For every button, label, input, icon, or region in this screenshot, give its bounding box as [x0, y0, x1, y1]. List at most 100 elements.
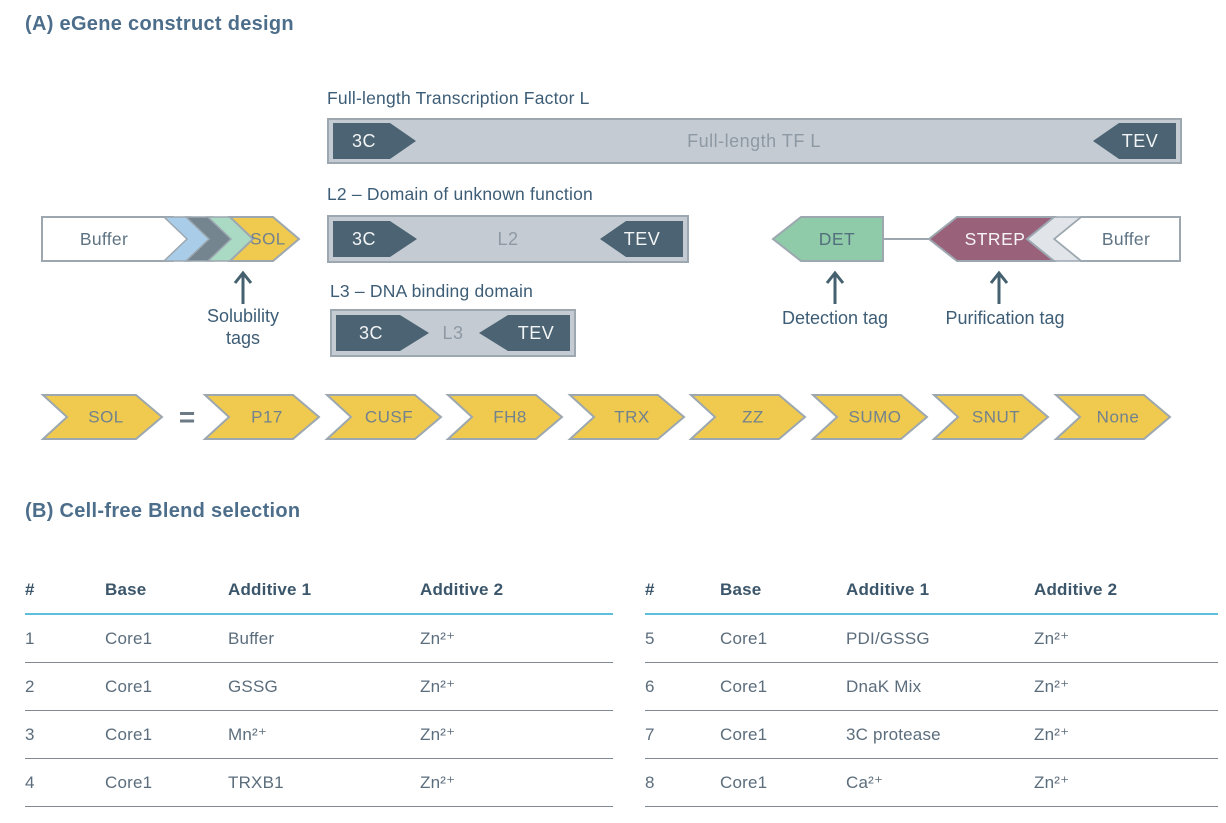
buffer-label: Buffer — [80, 229, 128, 249]
cell-base: Core1 — [105, 662, 228, 711]
section-a-title: (A) eGene construct design — [25, 13, 294, 35]
strep-tag-arrow — [927, 216, 1057, 262]
cell-additive1: Buffer — [228, 614, 420, 663]
table-row: 2 Core1 GSSG Zn²⁺ — [25, 662, 613, 711]
cell-base: Core1 — [720, 614, 846, 663]
purification-tag-annotation: Purification tag — [945, 308, 1065, 328]
up-arrow-icon — [989, 270, 1009, 304]
cell-additive2: Zn²⁺ — [420, 758, 613, 807]
cell-additive1: PDI/GSSG — [846, 614, 1034, 663]
table-row: 1 Core1 Buffer Zn²⁺ — [25, 614, 613, 663]
construct-body-label: L2 — [497, 229, 518, 249]
l2-label: L2 – Domain of unknown function — [327, 184, 593, 204]
table-header-row: # Base Additive 1 Additive 2 — [645, 580, 1218, 615]
l3-construct: 3C L3 TEV — [330, 309, 576, 357]
cell-base: Core1 — [105, 758, 228, 807]
sol-tag-arrow — [227, 216, 301, 262]
full-length-label: Full-length Transcription Factor L — [327, 88, 590, 108]
tag-option-label: CUSF — [365, 408, 413, 427]
cell-number: 7 — [645, 710, 720, 759]
col-header-additive2: Additive 2 — [1034, 580, 1218, 615]
cell-additive2: Zn²⁺ — [1034, 614, 1218, 663]
solubility-annotation-line1: Solubility — [206, 306, 280, 326]
tag-option-chevron — [567, 394, 686, 440]
construct-body-label: L3 — [442, 323, 463, 343]
tag-option-chevron — [202, 394, 321, 440]
table-row: 6 Core1 DnaK Mix Zn²⁺ — [645, 662, 1218, 711]
construct-body-bar — [327, 118, 1182, 164]
table-row: 7 Core1 3C protease Zn²⁺ — [645, 710, 1218, 759]
cell-base: Core1 — [720, 758, 846, 807]
tag-option-label: SNUT — [972, 408, 1020, 427]
full-length-construct: 3C Full-length TF L TEV — [327, 118, 1182, 164]
tag-option-chevron — [931, 394, 1050, 440]
table-row: 4 Core1 TRXB1 Zn²⁺ — [25, 758, 613, 807]
solubility-tags-annotation: Solubility tags — [181, 305, 305, 349]
sol-chevron-label: SOL — [88, 408, 124, 427]
cell-additive1: Ca²⁺ — [846, 758, 1034, 807]
col-header-additive1: Additive 1 — [846, 580, 1034, 615]
protease-site-3c-label: 3C — [352, 131, 376, 151]
det-tag-label: DET — [819, 229, 856, 249]
col-header-base: Base — [105, 580, 228, 615]
sol-tag-label: SOL — [250, 230, 286, 249]
protease-site-3c-arrow — [336, 315, 429, 351]
col-header-base: Base — [720, 580, 846, 615]
cell-number: 8 — [645, 758, 720, 807]
cell-number: 6 — [645, 662, 720, 711]
cell-base: Core1 — [720, 662, 846, 711]
col-header-additive1: Additive 1 — [228, 580, 420, 615]
table-header-row: # Base Additive 1 Additive 2 — [25, 580, 613, 615]
cell-additive2: Zn²⁺ — [420, 710, 613, 759]
tag-option-chevron — [1053, 394, 1172, 440]
buffer-label: Buffer — [1102, 229, 1150, 249]
protease-site-tev-label: TEV — [518, 323, 555, 343]
l2-construct: 3C L2 TEV — [327, 215, 689, 263]
detection-tag-annotation: Detection tag — [781, 308, 889, 328]
solubility-annotation-line2: tags — [225, 328, 261, 348]
table-row: 3 Core1 Mn²⁺ Zn²⁺ — [25, 710, 613, 759]
tag-option-chevron — [810, 394, 929, 440]
protease-site-tev-arrow — [479, 315, 570, 351]
tag-option-label: FH8 — [493, 408, 527, 427]
cell-additive2: Zn²⁺ — [1034, 758, 1218, 807]
equals-sign: = — [179, 402, 195, 433]
protease-site-tev-arrow — [1093, 123, 1176, 159]
tag-option-label: SUMO — [849, 408, 902, 427]
up-arrow-icon — [233, 270, 253, 304]
protease-site-3c-arrow — [333, 123, 416, 159]
cell-additive2: Zn²⁺ — [420, 662, 613, 711]
cell-number: 5 — [645, 614, 720, 663]
protease-site-3c-label: 3C — [359, 323, 383, 343]
protease-site-tev-label: TEV — [624, 229, 661, 249]
table-row: 8 Core1 Ca²⁺ Zn²⁺ — [645, 758, 1218, 807]
tag-option-label: ZZ — [742, 408, 764, 427]
tag-option-chevron — [324, 394, 443, 440]
cell-number: 2 — [25, 662, 105, 711]
cell-additive1: Mn²⁺ — [228, 710, 420, 759]
cell-additive1: TRXB1 — [228, 758, 420, 807]
table-row: 5 Core1 PDI/GSSG Zn²⁺ — [645, 614, 1218, 663]
construct-body-label: Full-length TF L — [687, 131, 821, 151]
cell-additive1: 3C protease — [846, 710, 1034, 759]
col-header-number: # — [25, 580, 105, 615]
l3-label: L3 – DNA binding domain — [330, 281, 534, 301]
tag-option-chevron — [688, 394, 807, 440]
cell-base: Core1 — [720, 710, 846, 759]
blend-table-left: # Base Additive 1 Additive 2 1 Core1 Buf… — [25, 580, 613, 807]
col-header-additive2: Additive 2 — [420, 580, 613, 615]
cell-base: Core1 — [105, 710, 228, 759]
n-terminal-cassette: Buffer SOL — [41, 216, 301, 262]
tag-option-label: TRX — [614, 408, 650, 427]
col-header-number: # — [645, 580, 720, 615]
sol-options-row: SOL = P17 CUSF FH8 TRX ZZ SUMO SNUT None — [40, 394, 1172, 440]
cell-additive2: Zn²⁺ — [1034, 710, 1218, 759]
cell-number: 1 — [25, 614, 105, 663]
protease-site-tev-arrow — [600, 221, 683, 257]
protease-site-tev-label: TEV — [1122, 131, 1159, 151]
cell-additive2: Zn²⁺ — [1034, 662, 1218, 711]
section-b-title: (B) Cell-free Blend selection — [25, 500, 301, 522]
cell-number: 3 — [25, 710, 105, 759]
cell-additive1: GSSG — [228, 662, 420, 711]
